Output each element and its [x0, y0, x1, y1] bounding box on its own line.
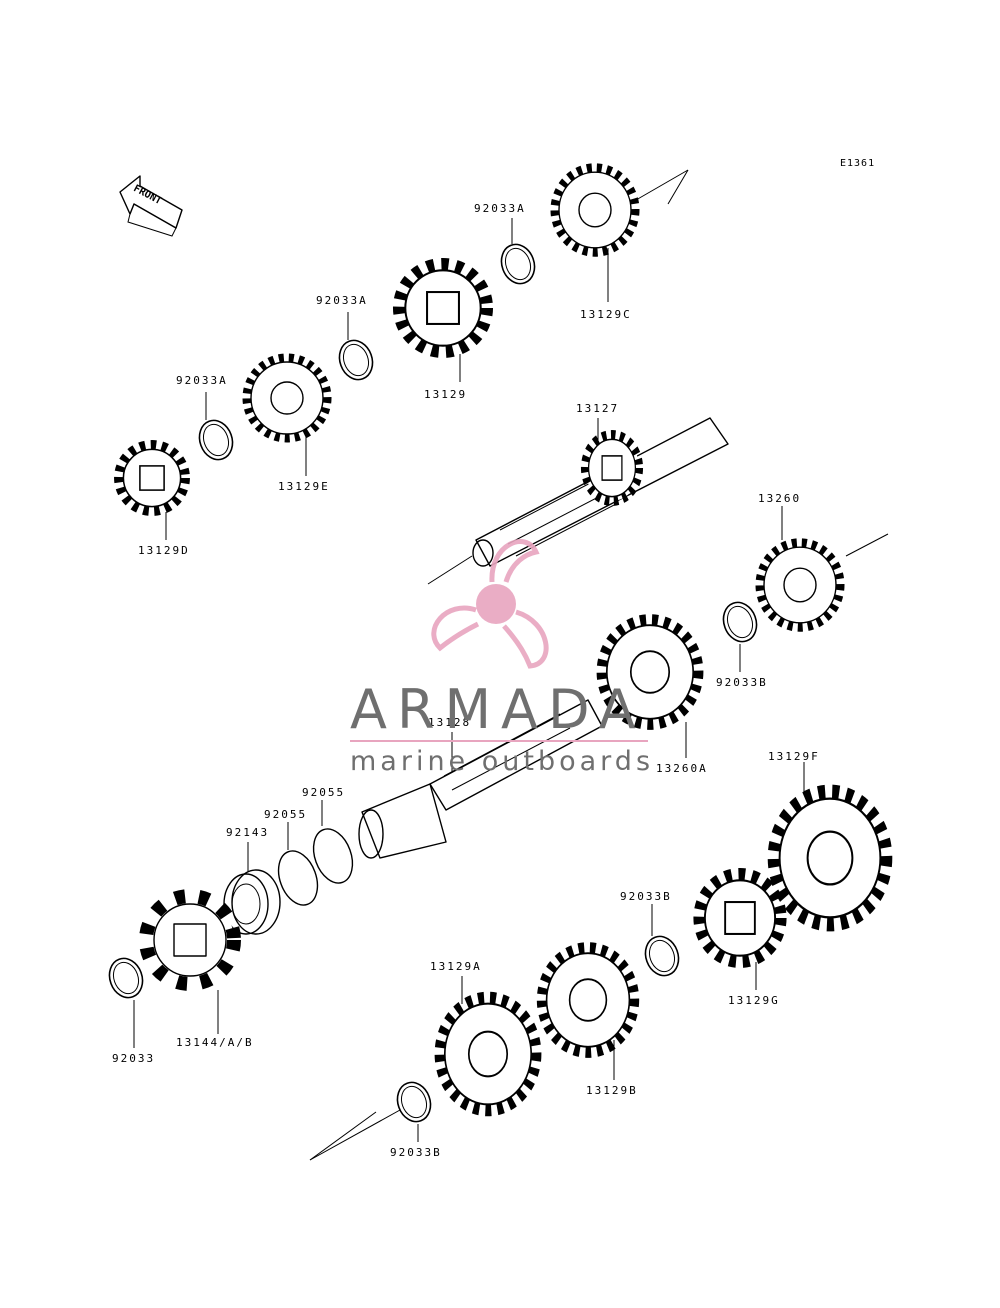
part-label-92033a-top: 92033A [474, 202, 526, 215]
gear-13129a [440, 998, 536, 1110]
drawing-ref-code: E1361 [840, 158, 875, 169]
part-label-13128: 13128 [428, 716, 471, 729]
o-ring-92055-1 [312, 828, 354, 884]
part-label-13129b: 13129B [586, 1084, 638, 1097]
watermark: ARMADA marine outboards [350, 539, 654, 777]
gear-13129e [247, 358, 327, 438]
part-label-92033b-mid: 92033B [620, 890, 672, 903]
part-label-13260a: 13260A [656, 762, 708, 775]
part-label-92033: 92033 [112, 1052, 155, 1065]
sprocket-13144 [139, 889, 241, 991]
gear-13129c [555, 168, 635, 252]
gear-13129g [700, 875, 781, 962]
circlip-92033b-3 [391, 1076, 437, 1128]
gear-13260 [760, 543, 840, 627]
part-label-13129c: 13129C [580, 308, 632, 321]
part-label-13129e: 13129E [278, 480, 330, 493]
circlip-92033a-3 [193, 414, 239, 466]
part-label-13129d: 13129D [138, 544, 190, 557]
gear-13129d [119, 445, 185, 511]
front-arrow-icon: FRONT [119, 175, 183, 237]
part-label-92033a-left: 92033A [176, 374, 228, 387]
part-label-13127: 13127 [576, 402, 619, 415]
watermark-tagline: marine outboards [350, 746, 654, 777]
circlip-92033 [103, 952, 149, 1004]
circlip-92033b-1 [717, 596, 763, 648]
o-ring-92055-2 [277, 850, 319, 906]
part-label-92143: 92143 [226, 826, 269, 839]
circlip-92033b-2 [639, 930, 685, 982]
propeller-icon [431, 539, 549, 669]
circlip-92033a-2 [333, 334, 379, 386]
part-label-13129g: 13129G [728, 994, 780, 1007]
part-label-13260: 13260 [758, 492, 801, 505]
gear-13129f [774, 792, 886, 924]
part-label-92055-lower: 92055 [264, 808, 307, 821]
part-label-13129a: 13129A [430, 960, 482, 973]
gear-13129b [542, 948, 634, 1052]
shaft-13127 [427, 417, 729, 585]
circlip-92033a-1 [495, 238, 541, 290]
part-label-92033b-right: 92033B [716, 676, 768, 689]
watermark-brand: ARMADA [350, 678, 646, 741]
gear-13129 [400, 265, 487, 352]
part-label-13129f: 13129F [768, 750, 820, 763]
bearing-92143 [223, 869, 281, 935]
shaft-13128 [358, 699, 603, 859]
part-label-92033a-mid: 92033A [316, 294, 368, 307]
part-label-13144: 13144/A/B [176, 1036, 254, 1049]
part-label-13129: 13129 [424, 388, 467, 401]
part-label-92055-upper: 92055 [302, 786, 345, 799]
front-label: FRONT [132, 183, 164, 207]
part-label-92033b-bottom: 92033B [390, 1146, 442, 1159]
